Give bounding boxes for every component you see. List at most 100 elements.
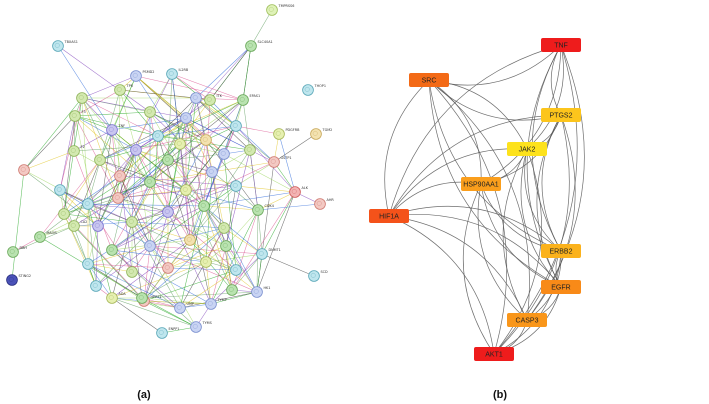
string-node[interactable]: ENPP1 bbox=[156, 327, 180, 339]
string-node[interactable] bbox=[162, 262, 174, 274]
string-node[interactable] bbox=[162, 206, 174, 218]
string-node[interactable] bbox=[152, 130, 164, 142]
string-node[interactable]: TYMP bbox=[205, 298, 227, 310]
string-node[interactable]: DNMT1 bbox=[256, 248, 281, 260]
protein-node-circle bbox=[82, 258, 94, 270]
string-node[interactable]: ADA bbox=[106, 292, 127, 304]
hub-node-src[interactable]: SRC bbox=[409, 73, 449, 87]
protein-node-label: ENPP1 bbox=[169, 327, 180, 331]
string-node[interactable] bbox=[76, 92, 88, 104]
hub-node-hif1a[interactable]: HIF1A bbox=[369, 209, 409, 223]
string-node[interactable] bbox=[184, 234, 196, 246]
string-edge bbox=[87, 263, 133, 273]
string-node[interactable]: TGM2 bbox=[310, 128, 333, 140]
string-node[interactable]: TMPRSS6 bbox=[266, 4, 295, 16]
string-edge bbox=[185, 189, 233, 291]
string-node[interactable] bbox=[198, 200, 210, 212]
string-node[interactable] bbox=[58, 208, 70, 220]
string-edge bbox=[111, 297, 197, 328]
string-node[interactable]: TNF bbox=[106, 124, 126, 136]
protein-structure-icon bbox=[94, 222, 100, 228]
string-node[interactable]: THOP1 bbox=[302, 84, 326, 96]
protein-structure-icon bbox=[202, 136, 208, 142]
string-node[interactable] bbox=[230, 264, 242, 276]
string-node[interactable] bbox=[90, 280, 102, 292]
string-node[interactable]: SLC40A1 bbox=[245, 40, 273, 52]
string-node[interactable] bbox=[130, 144, 142, 156]
string-node[interactable] bbox=[174, 138, 186, 150]
string-node[interactable] bbox=[144, 106, 156, 118]
string-node[interactable]: UMP bbox=[174, 302, 194, 314]
string-node[interactable] bbox=[18, 164, 30, 176]
string-node[interactable] bbox=[206, 166, 218, 178]
string-node[interactable] bbox=[82, 198, 94, 210]
string-node[interactable]: F3 bbox=[69, 110, 86, 122]
string-node[interactable]: MAOB bbox=[34, 231, 58, 243]
string-node[interactable] bbox=[54, 184, 66, 196]
hub-node-tnf[interactable]: TNF bbox=[541, 38, 581, 52]
string-node[interactable]: AHR bbox=[314, 198, 335, 210]
string-node[interactable] bbox=[92, 220, 104, 232]
string-node[interactable]: IL2RB bbox=[166, 68, 189, 80]
protein-node-label: HPRT1 bbox=[151, 295, 162, 299]
string-node[interactable]: EPAS1 bbox=[237, 94, 261, 106]
string-node[interactable] bbox=[230, 180, 242, 192]
string-node[interactable]: PSMD2 bbox=[130, 70, 155, 82]
string-node[interactable] bbox=[144, 240, 156, 252]
string-edge bbox=[149, 181, 169, 213]
string-node[interactable]: ALK bbox=[289, 186, 309, 198]
string-node[interactable] bbox=[144, 176, 156, 188]
string-node[interactable] bbox=[218, 148, 230, 160]
string-node[interactable]: ITK bbox=[204, 94, 223, 106]
hub-node-jak2[interactable]: JAK2 bbox=[507, 142, 547, 156]
string-node[interactable]: F2 bbox=[68, 145, 85, 157]
string-node[interactable] bbox=[106, 244, 118, 256]
string-edge bbox=[235, 161, 275, 187]
protein-node-label: TPR bbox=[126, 84, 134, 88]
string-node[interactable]: PDGFRB bbox=[273, 128, 300, 140]
string-node[interactable]: CDK4 bbox=[252, 204, 274, 216]
string-node[interactable] bbox=[200, 256, 212, 268]
string-node[interactable] bbox=[180, 112, 192, 124]
string-node[interactable]: GSTP1 bbox=[268, 156, 292, 168]
string-node[interactable] bbox=[126, 216, 138, 228]
string-node[interactable] bbox=[136, 292, 148, 304]
string-node[interactable]: TYMS bbox=[190, 321, 212, 333]
string-node[interactable]: TBXAS1 bbox=[52, 40, 78, 52]
protein-structure-icon bbox=[206, 96, 212, 102]
hub-node-casp3[interactable]: CASP3 bbox=[507, 313, 547, 327]
string-node[interactable]: SCD bbox=[308, 270, 328, 282]
string-node[interactable] bbox=[82, 258, 94, 270]
protein-node-label: IL2RB bbox=[179, 68, 189, 72]
string-node[interactable] bbox=[200, 134, 212, 146]
hub-node-erbb2[interactable]: ERBB2 bbox=[541, 244, 581, 258]
string-node[interactable]: CA2 bbox=[68, 220, 88, 232]
protein-structure-icon bbox=[182, 114, 188, 120]
string-node[interactable]: STING2 bbox=[6, 274, 31, 286]
string-node[interactable] bbox=[180, 184, 192, 196]
string-node[interactable] bbox=[218, 222, 230, 234]
string-node[interactable]: TPR bbox=[114, 84, 134, 96]
string-node[interactable] bbox=[114, 170, 126, 182]
string-node[interactable] bbox=[226, 284, 238, 296]
string-edge bbox=[81, 97, 151, 183]
string-node[interactable]: DBH bbox=[7, 246, 28, 258]
string-edge bbox=[235, 125, 275, 163]
string-node[interactable] bbox=[112, 192, 124, 204]
string-node[interactable] bbox=[190, 92, 202, 104]
hub-node-egfr[interactable]: EGFR bbox=[541, 280, 581, 294]
string-node[interactable] bbox=[244, 144, 256, 156]
hub-node-akt1[interactable]: AKT1 bbox=[474, 347, 514, 361]
string-node[interactable] bbox=[126, 266, 138, 278]
protein-node-label: UMP bbox=[187, 302, 194, 306]
string-node[interactable] bbox=[220, 240, 232, 252]
string-node[interactable]: HK1 bbox=[251, 286, 271, 298]
string-edge bbox=[111, 249, 181, 309]
hub-node-ptgs2[interactable]: PTGS2 bbox=[541, 108, 581, 122]
string-edge bbox=[257, 209, 263, 255]
protein-structure-icon bbox=[8, 276, 14, 282]
hub-node-hsp90aa1[interactable]: HSP90AA1 bbox=[461, 177, 501, 191]
string-node[interactable] bbox=[230, 120, 242, 132]
string-node[interactable] bbox=[94, 154, 106, 166]
string-node[interactable] bbox=[162, 154, 174, 166]
